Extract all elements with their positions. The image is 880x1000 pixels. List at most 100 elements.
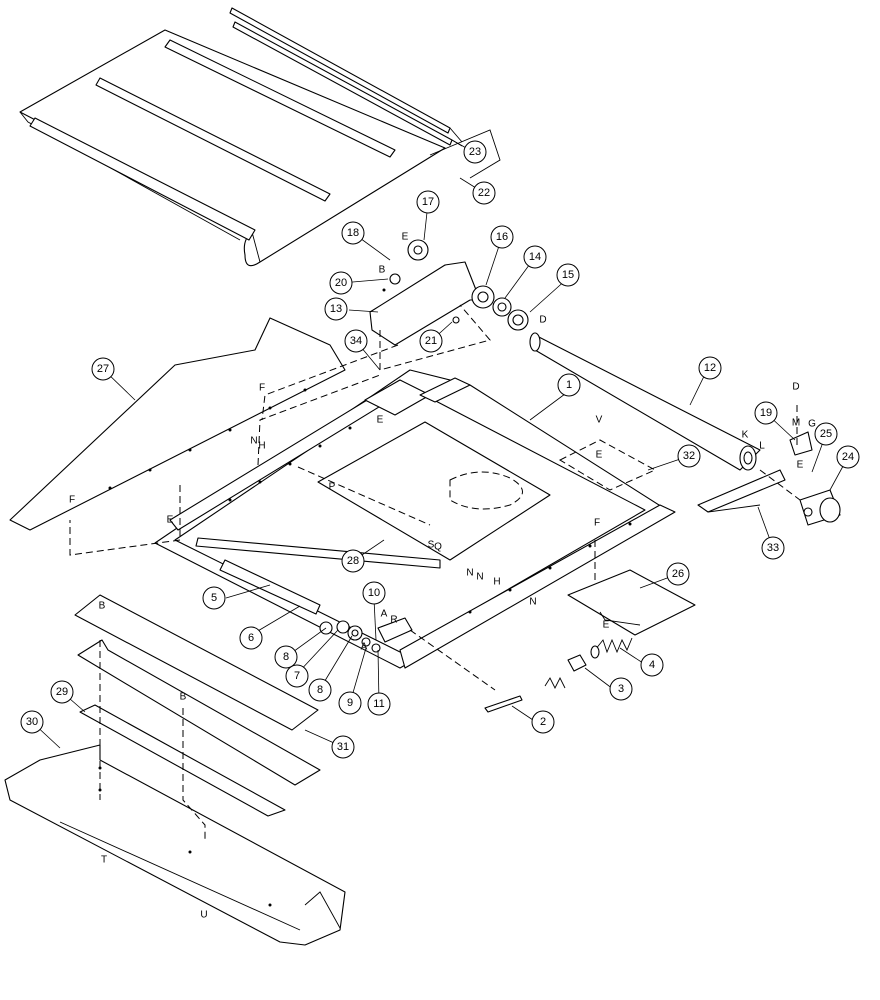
- callout-label: 9: [347, 697, 353, 709]
- callout-label: 19: [760, 407, 772, 419]
- callout-circle: [523, 245, 547, 269]
- callout-label: 34: [350, 335, 362, 347]
- callout-label: 30: [26, 716, 38, 728]
- reference-letter: G: [808, 419, 816, 430]
- reference-letter: E: [596, 450, 603, 461]
- part-26-plate: [567, 569, 696, 636]
- part-30-base-guard: [4, 640, 346, 946]
- callout-label: 8: [283, 651, 289, 663]
- callout-group: 1234567889101112131415161718192021222324…: [20, 140, 860, 759]
- reference-letter: R: [390, 615, 397, 626]
- part-2-pin: [484, 676, 566, 713]
- callout-circle: [677, 444, 701, 468]
- callout-label: 28: [347, 555, 359, 567]
- callout-9: 9: [338, 691, 362, 715]
- callout-4: 4: [640, 653, 664, 677]
- callout-circle: [274, 645, 298, 669]
- callout-34: 34: [344, 329, 368, 353]
- callout-label: 12: [704, 362, 716, 374]
- callout-12: 12: [698, 356, 722, 380]
- callout-circle: [416, 190, 440, 214]
- callout-19: 19: [754, 401, 778, 425]
- callout-24: 24: [836, 445, 860, 469]
- reference-letter: N: [466, 568, 473, 579]
- part-13-bracket: [261, 239, 491, 421]
- callout-20: 20: [329, 271, 353, 295]
- callout-label: 17: [422, 196, 434, 208]
- callout-10: 10: [362, 581, 386, 605]
- callout-circle: [338, 691, 362, 715]
- callout-circle: [329, 271, 353, 295]
- reference-letter: M: [792, 418, 800, 429]
- reference-letter: E: [603, 620, 610, 631]
- callout-label: 18: [347, 227, 359, 239]
- callout-circle: [419, 329, 443, 353]
- callout-circle: [362, 581, 386, 605]
- callout-circle: [50, 680, 74, 704]
- reference-letter: E: [377, 415, 384, 426]
- callout-label: 22: [478, 187, 490, 199]
- callout-circle: [463, 140, 487, 164]
- callout-label: 27: [97, 363, 109, 375]
- callout-circle: [698, 356, 722, 380]
- callout-circle: [814, 422, 838, 446]
- callout-label: 26: [672, 568, 684, 580]
- callout-circle: [666, 562, 690, 586]
- callout-29: 29: [50, 680, 74, 704]
- callout-circle: [836, 445, 860, 469]
- reference-letter: F: [594, 518, 600, 529]
- callout-label: 5: [211, 592, 217, 604]
- callout-17: 17: [416, 190, 440, 214]
- callout-label: 23: [469, 146, 481, 158]
- callout-circle: [202, 586, 226, 610]
- callout-label: 33: [767, 542, 779, 554]
- callout-label: 7: [294, 670, 300, 682]
- reference-letter: H: [258, 441, 265, 452]
- callout-25: 25: [814, 422, 838, 446]
- callout-circle: [490, 225, 514, 249]
- callout-circle: [472, 181, 496, 205]
- callout-circle: [556, 263, 580, 287]
- reference-letter: S: [428, 540, 435, 551]
- callout-18: 18: [341, 221, 365, 245]
- callout-label: 8: [317, 684, 323, 696]
- reference-letter: P: [329, 482, 336, 493]
- reference-letter: L: [759, 441, 765, 452]
- callout-13: 13: [324, 297, 348, 321]
- callout-8: 8: [308, 678, 332, 702]
- callout-circle: [239, 626, 263, 650]
- callout-label: 3: [618, 683, 624, 695]
- part-3-block: [567, 654, 587, 672]
- callout-3: 3: [609, 677, 633, 701]
- reference-letter: Q: [434, 542, 442, 553]
- part-12-roller: [529, 332, 761, 471]
- callout-8: 8: [274, 645, 298, 669]
- part-22-cover-panel: [19, 7, 501, 267]
- callout-33: 33: [761, 536, 785, 560]
- callout-30: 30: [20, 710, 44, 734]
- part-27-side-guard: [9, 317, 346, 531]
- reference-letter: T: [101, 855, 107, 866]
- callout-circle: [308, 678, 332, 702]
- callout-circle: [324, 297, 348, 321]
- callout-circle: [754, 401, 778, 425]
- callout-circle: [640, 653, 664, 677]
- callout-16: 16: [490, 225, 514, 249]
- part-33-bracket: [697, 469, 786, 513]
- callout-28: 28: [341, 549, 365, 573]
- reference-letter: U: [200, 910, 207, 921]
- callout-26: 26: [666, 562, 690, 586]
- callout-11: 11: [367, 692, 391, 716]
- part-24-motor: [799, 489, 841, 526]
- callout-32: 32: [677, 444, 701, 468]
- callout-31: 31: [331, 735, 355, 759]
- callout-label: 15: [562, 269, 574, 281]
- callout-1: 1: [557, 373, 581, 397]
- reference-letter: H: [493, 577, 500, 588]
- callout-label: 21: [425, 335, 437, 347]
- callout-circle: [367, 692, 391, 716]
- callout-circle: [341, 221, 365, 245]
- callout-circle: [531, 710, 555, 734]
- callout-27: 27: [91, 357, 115, 381]
- part-4-spring: [590, 637, 633, 659]
